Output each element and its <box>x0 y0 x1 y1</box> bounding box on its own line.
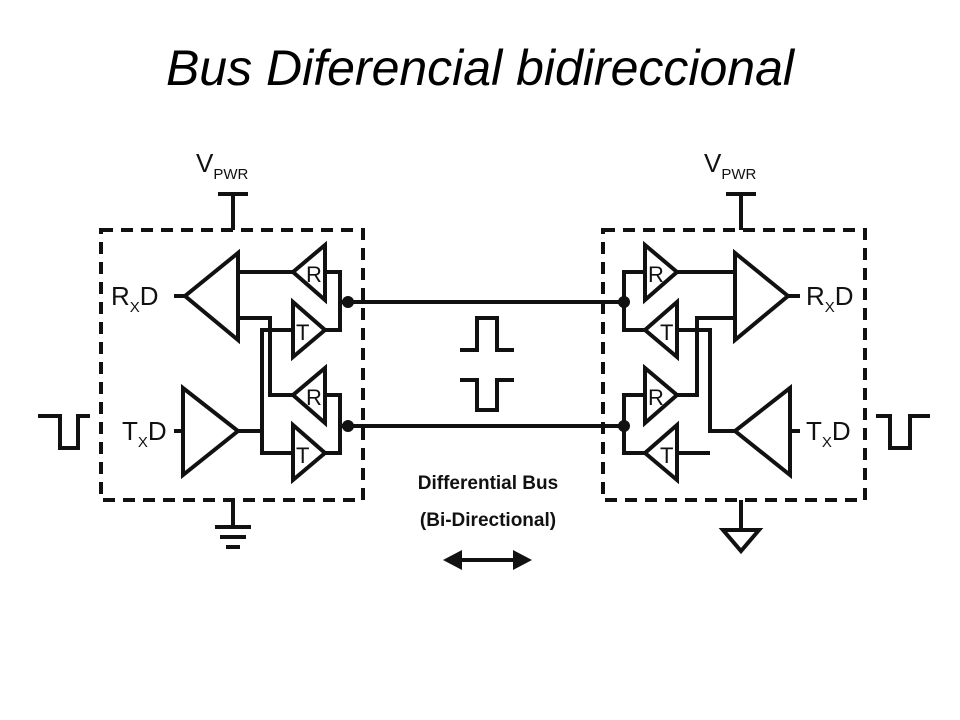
right-txd-label: TXD <box>806 416 851 451</box>
right-receiver-lower-label: R <box>648 385 664 410</box>
left-ground-icon <box>215 500 251 549</box>
left-receiver-lower-label: R <box>306 385 322 410</box>
right-txd-buffer <box>731 383 792 480</box>
left-txd-buffer <box>181 383 242 480</box>
right-receiver-upper-label: R <box>648 262 664 287</box>
left-receiver-upper-label: R <box>306 262 322 287</box>
right-vpwr-label: VPWR <box>704 148 757 183</box>
bidirectional-arrow-icon <box>443 550 532 570</box>
waveform-positive <box>460 316 514 352</box>
bus-caption-line1: Differential Bus <box>418 473 558 494</box>
right-vpwr-symbol <box>726 192 756 230</box>
right-node-box <box>601 228 867 502</box>
slide-title: Bus Diferencial bidireccional <box>165 40 795 96</box>
waveform-negative <box>460 378 514 412</box>
junction-dot <box>342 420 354 432</box>
bus-caption-line2: (Bi-Directional) <box>420 510 556 531</box>
left-vpwr-label: VPWR <box>196 148 249 183</box>
left-rxd-buffer <box>181 248 240 345</box>
left-rxd-label: RXD <box>111 281 159 316</box>
right-transmitter-lower-label: T <box>660 443 673 468</box>
right-transmitter-upper-label: T <box>660 320 673 345</box>
left-vpwr-symbol <box>218 192 248 230</box>
left-transmitter-upper-label: T <box>296 320 309 345</box>
left-transmitter-lower-label: T <box>296 443 309 468</box>
right-output-waveform <box>876 414 930 450</box>
left-input-waveform <box>38 414 90 450</box>
junction-dot <box>618 296 630 308</box>
left-txd-label: TXD <box>122 416 167 451</box>
right-rxd-label: RXD <box>806 281 854 316</box>
junction-dot <box>618 420 630 432</box>
junction-dot <box>342 296 354 308</box>
right-ground-icon <box>718 500 764 555</box>
right-rxd-buffer <box>733 248 792 345</box>
